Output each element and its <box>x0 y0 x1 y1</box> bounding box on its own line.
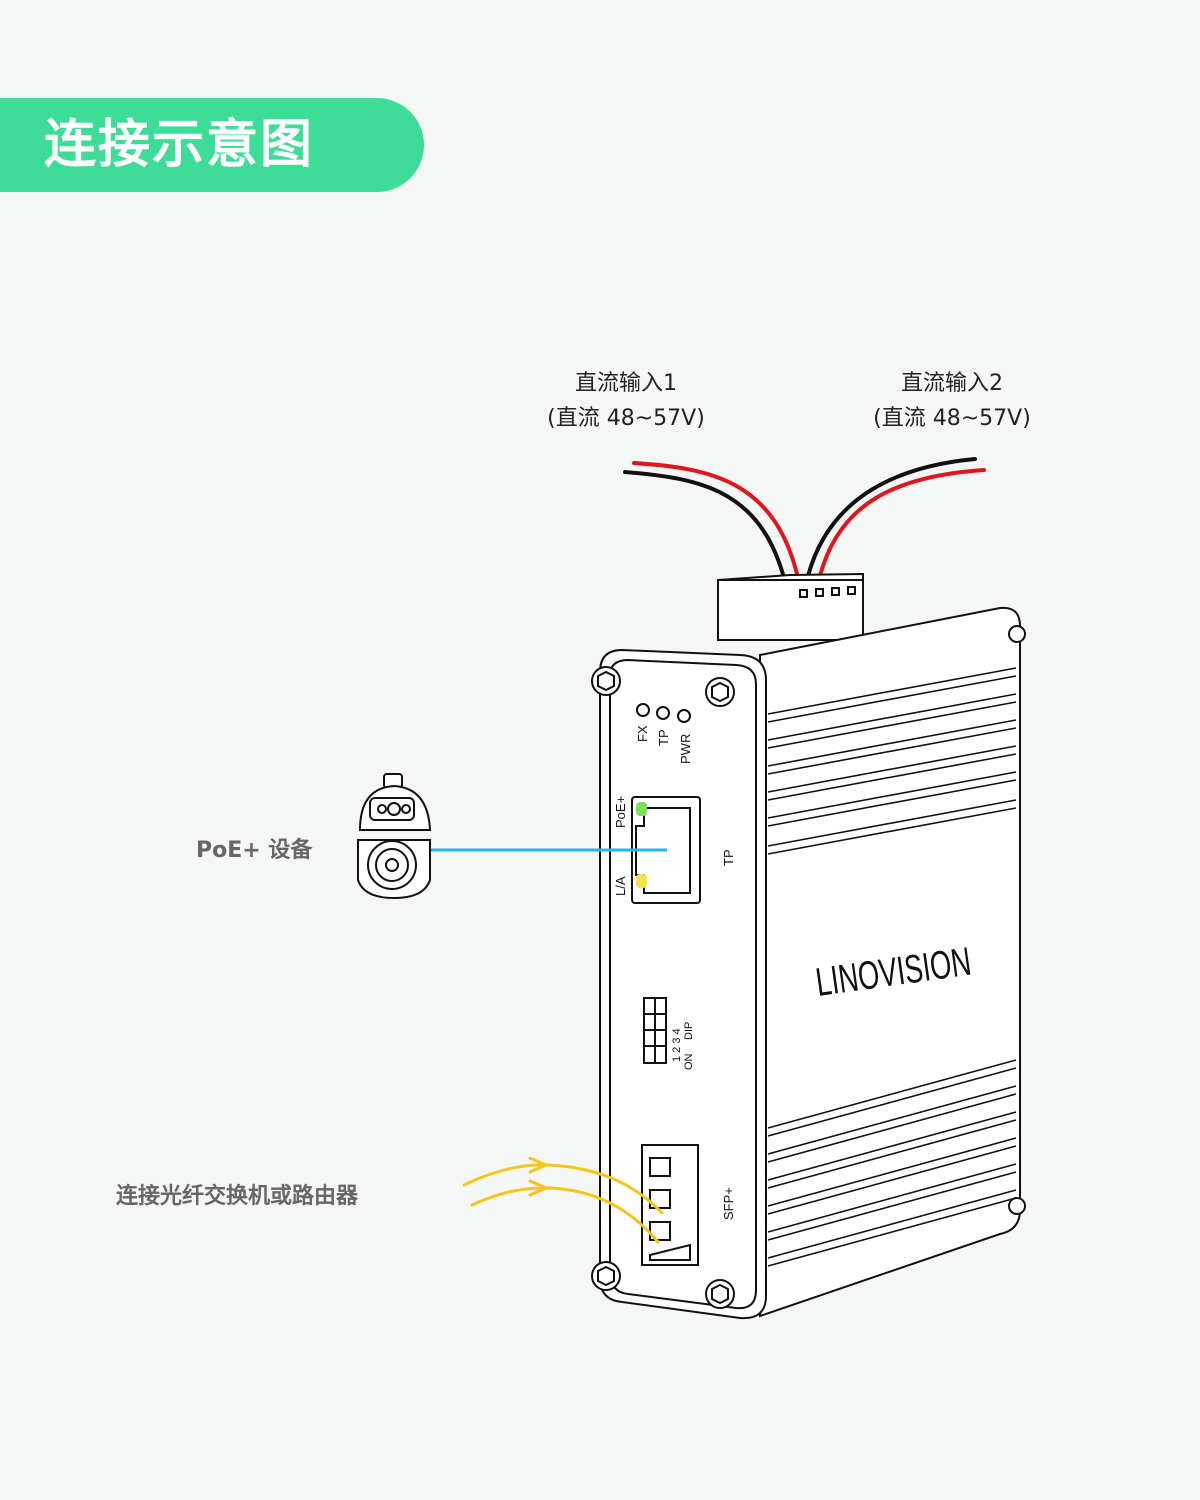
screw-top-left <box>591 666 621 696</box>
page-title: 连接示意图 <box>44 115 315 175</box>
terminal-block <box>717 579 864 641</box>
dc2-red-wire <box>818 468 986 578</box>
led-tp <box>656 706 670 720</box>
dc1-black-wire <box>623 470 786 580</box>
dip-title-label: DIP <box>683 1022 695 1040</box>
screw-bottom-right <box>705 1279 735 1309</box>
ptz-camera-icon <box>357 773 432 900</box>
dc-input-1-range: (直流 48~57V) <box>547 406 705 431</box>
led-fx <box>636 703 650 717</box>
sfp-port-label: SFP+ <box>721 1187 736 1220</box>
dc-input-1-label: 直流输入1 (直流 48~57V) <box>506 366 746 436</box>
dc-input-1-title: 直流输入1 <box>575 371 677 396</box>
la-port-label: L/A <box>613 876 628 896</box>
poe-device-label: PoE+ 设备 <box>196 838 313 863</box>
led-pwr-label: PWR <box>678 734 693 764</box>
screw-bottom-left <box>591 1261 621 1291</box>
title-banner: 连接示意图 <box>0 98 424 192</box>
poe-led <box>636 802 647 816</box>
led-tp-label: TP <box>656 729 671 746</box>
heat-sink-grooves <box>767 667 1017 1267</box>
screw-top-right <box>705 677 735 707</box>
dip-numbers-label: 1 2 3 4 <box>671 1028 683 1062</box>
dc1-red-wire <box>632 461 800 580</box>
dc-input-2-range: (直流 48~57V) <box>873 406 1031 431</box>
poe-port-label: PoE+ <box>613 796 628 828</box>
dc2-black-wire <box>806 457 977 578</box>
fiber-connect-label: 连接光纤交换机或路由器 <box>116 1184 359 1209</box>
dc-input-2-title: 直流输入2 <box>901 371 1003 396</box>
dip-on-label: ON <box>683 1053 695 1070</box>
led-fx-label: FX <box>635 725 650 742</box>
dc-input-2-label: 直流输入2 (直流 48~57V) <box>832 366 1072 436</box>
led-pwr <box>677 709 691 723</box>
link-led <box>636 874 647 888</box>
tp-port-label: TP <box>721 849 736 866</box>
fiber-connection-arrows <box>462 1156 664 1244</box>
